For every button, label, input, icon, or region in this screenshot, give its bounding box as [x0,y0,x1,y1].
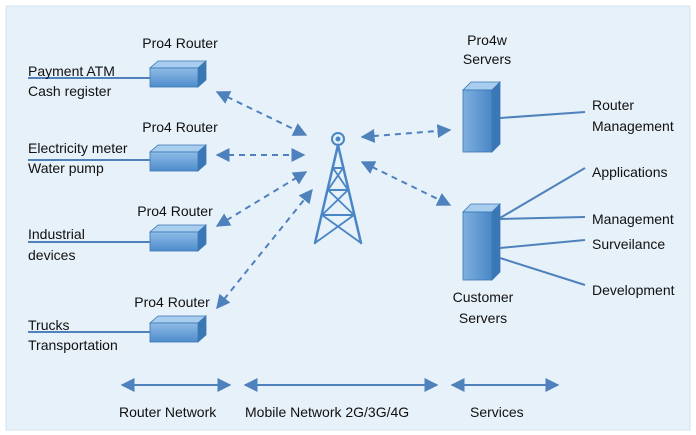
cell-tower [313,132,363,245]
customer-server-box [462,203,501,281]
router-device-4 [148,315,208,343]
router-title-3: Pro4 Router [137,203,213,219]
device-label-water-pump: Water pump [28,160,104,176]
service-applications: Applications [592,164,668,180]
services-label: Services [470,404,524,420]
router-wireless-links [215,91,313,310]
wireless-link-customer [360,161,452,206]
wireless-link-1 [215,91,308,136]
server-wireless-links [360,124,452,206]
device-connectors [28,77,150,333]
service-development: Development [592,282,675,298]
service-line-router-management [499,111,586,119]
wireless-link-pro4w [360,124,452,143]
service-surveilance: Surveilance [592,236,666,252]
mobile-network-label: Mobile Network 2G/3G/4G [245,404,410,420]
service-line-applications [499,167,586,219]
service-line-management [499,216,586,220]
service-management: Management [592,211,674,227]
router-network-label: Router Network [119,404,217,420]
device-label-transportation: Transportation [28,337,118,353]
device-label-devices: devices [28,247,76,263]
pro4w-server-box [462,81,501,153]
device-label-industrial: Industrial [28,226,85,242]
router-title-1: Pro4 Router [142,35,218,51]
router-device-1 [148,60,208,88]
device-label-cash-register: Cash register [28,83,112,99]
device-label-trucks: Trucks [28,317,70,333]
customer-servers-label-line2: Servers [458,310,508,326]
wireless-link-4 [216,188,313,310]
device-label-electricity-meter: Electricity meter [28,140,128,156]
service-connectors [499,111,586,286]
customer-servers-label-line1: Customer [452,289,514,305]
device-label-payment-atm: Payment ATM [28,63,115,79]
router-device-3 [148,224,208,252]
service-line-surveilance [499,239,586,249]
service-management-pro4w: Management [592,118,674,134]
service-router: Router [592,97,635,113]
pro4w-servers-label-line2: Servers [462,51,512,67]
pro4w-servers-label-line1: Pro4w [467,32,507,48]
service-line-development [499,257,586,286]
router-title-4: Pro4 Router [134,294,210,310]
router-title-2: Pro4 Router [142,119,218,135]
router-device-2 [148,144,208,172]
